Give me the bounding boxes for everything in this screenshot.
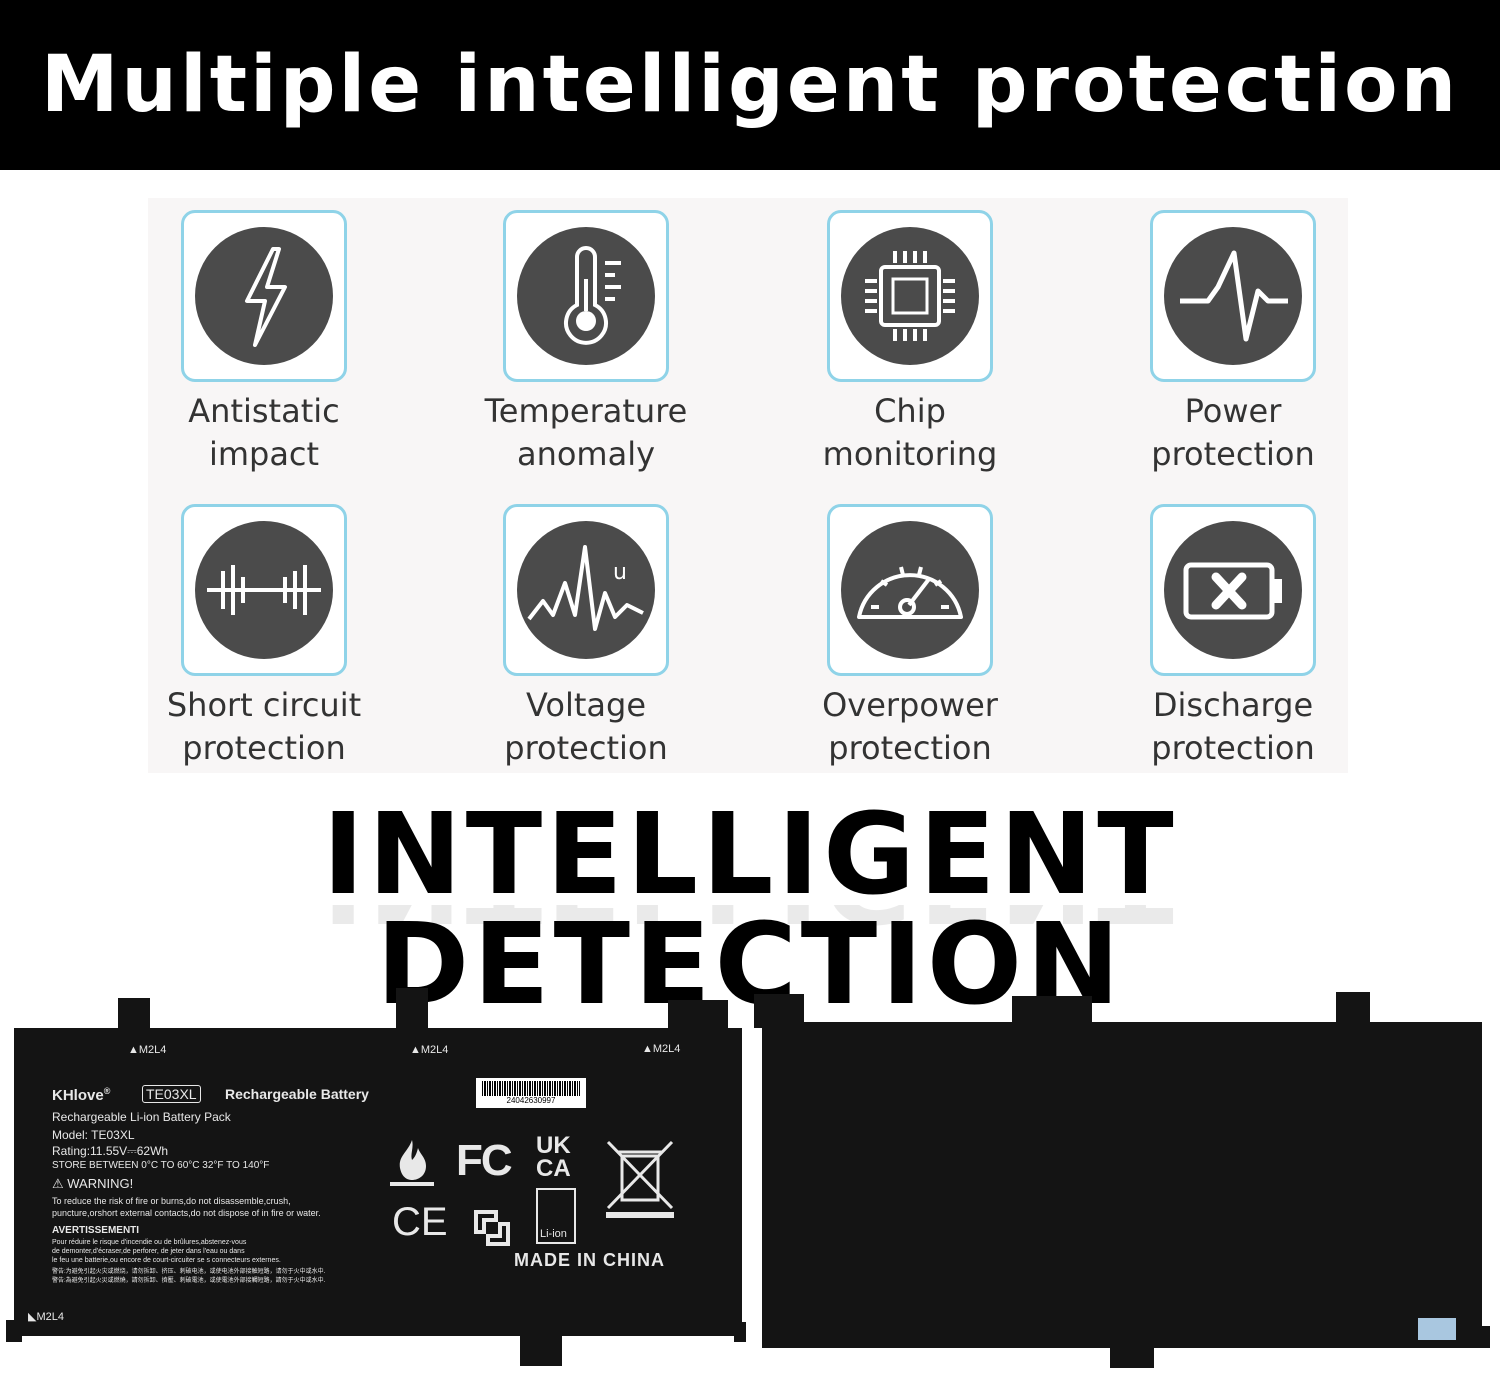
recycle-china-icon (474, 1210, 510, 1246)
feature-label-line2: impact (208, 435, 320, 473)
feature-chip: Chip monitoring (770, 210, 1050, 476)
feature-tile (827, 210, 993, 382)
made-in-china: MADE IN CHINA (514, 1250, 665, 1270)
warning-text: puncture,orshort external contacts,do no… (52, 1208, 321, 1218)
ukca-top: UK (536, 1132, 571, 1159)
qr-sticker (1418, 1318, 1456, 1340)
marker-label: ▲M2L4 (642, 1043, 681, 1055)
feature-label-line1: Overpower (822, 686, 998, 724)
weee-bin-icon (606, 1140, 674, 1218)
model-box: TE03XL (142, 1085, 201, 1103)
warning-title: ⚠ WARNING! (52, 1176, 134, 1191)
brand-text: KHlove (52, 1087, 104, 1104)
rating-line: Rating:11.55V⎓62Wh (52, 1144, 169, 1158)
registered-mark: ® (103, 1086, 111, 1096)
gauge-icon (841, 521, 979, 659)
avertissement-text: de demonter,d'écraser,de perforer, de je… (52, 1248, 245, 1255)
feature-label-line2: protection (504, 729, 668, 767)
battery-tab (1012, 996, 1092, 1028)
flammable-icon (390, 1140, 434, 1186)
feature-label-line2: anomaly (516, 435, 656, 473)
feature-label-line1: Discharge (1152, 686, 1314, 724)
chinese-warning: 警告:為避免引起火災或燃燒，請勿拆卸、擠壓、刺破電池，或使電池外部接觸短路，請勿… (52, 1278, 326, 1284)
avertissement-text: Pour réduire le risque d'incendie ou de … (52, 1239, 247, 1246)
lightning-icon (195, 227, 333, 365)
header-banner: Multiple intelligent protection (0, 0, 1500, 170)
feature-label-line2: protection (1151, 435, 1315, 473)
ce-mark: CE (392, 1200, 448, 1244)
product-name: Rechargeable Battery (225, 1086, 369, 1102)
battery-x-icon (1164, 521, 1302, 659)
battery-tab (1110, 1344, 1154, 1368)
barcode-number: 24042630997 (506, 1096, 556, 1105)
feature-tile (1150, 504, 1316, 676)
chinese-warning: 警告:为避免引起火灾或燃烧，请勿拆卸、挤压、刺破电池，或使电池外部接触短路，请勿… (52, 1269, 326, 1275)
headline: INTELLIGENT DETECTION (322, 790, 1178, 1030)
voltage-wave-icon: u (517, 521, 655, 659)
battery-tab (668, 1000, 728, 1032)
avertissement-title: AVERTISSEMENTI (52, 1225, 140, 1236)
battery-tab (6, 1320, 22, 1342)
feature-label-line2: protection (182, 729, 346, 767)
feature-discharge: Discharge protection (1093, 504, 1373, 770)
feature-temperature: Temperature anomaly (446, 210, 726, 476)
feature-label-line1: Temperature (484, 392, 688, 430)
storage-line: STORE BETWEEN 0°C TO 60°C 32°F TO 140°F (52, 1160, 270, 1171)
barcode-icon (482, 1081, 580, 1096)
battery-back (762, 1022, 1482, 1348)
thermometer-icon (517, 227, 655, 365)
marker-label: ◣M2L4 (28, 1311, 64, 1323)
banner-title: Multiple intelligent protection (40, 40, 1460, 130)
li-ion-recycle-icon: Li-ion (536, 1188, 576, 1244)
battery-tab (734, 1322, 746, 1342)
feature-tile (827, 504, 993, 676)
feature-label-line2: protection (1151, 729, 1315, 767)
feature-tile (1150, 210, 1316, 382)
battery-tab (754, 994, 804, 1028)
battery-tab (1336, 992, 1370, 1028)
feature-label-line2: monitoring (822, 435, 998, 473)
feature-label-line1: Voltage (525, 686, 647, 724)
feature-label-line1: Short circuit (166, 686, 362, 724)
warning-text: To reduce the risk of fire or burns,do n… (52, 1196, 291, 1206)
headline-reflection: INTELLIGENT DETECTION (0, 905, 1500, 935)
pulse-icon (1164, 227, 1302, 365)
feature-label-line1: Antistatic (188, 392, 340, 430)
battery-tab (1474, 1326, 1490, 1348)
feature-power: Power protection (1093, 210, 1373, 476)
fcc-logo: FC (456, 1136, 513, 1185)
feature-voltage: u Voltage protection (446, 504, 726, 770)
feature-tile (503, 210, 669, 382)
feature-tile (181, 504, 347, 676)
battery-tab (118, 998, 150, 1032)
feature-label-line1: Chip (874, 392, 946, 430)
model-line: Model: TE03XL (52, 1128, 135, 1142)
feature-panel (148, 198, 1348, 773)
chip-icon (841, 227, 979, 365)
battery-tab (520, 1330, 562, 1366)
battery-tab (396, 988, 428, 1032)
barcode-label: 24042630997 (476, 1078, 586, 1108)
feature-overpower: Overpower protection (770, 504, 1050, 770)
marker-label: ▲M2L4 (410, 1044, 449, 1056)
product-subtitle: Rechargeable Li-ion Battery Pack (52, 1110, 231, 1124)
marker-label: ▲M2L4 (128, 1044, 167, 1056)
ukca-bottom: CA (536, 1155, 571, 1182)
feature-short-circuit: Short circuit protection (124, 504, 404, 770)
feature-tile (181, 210, 347, 382)
avertissement-text: le feu une batterie,ou encore de court-c… (52, 1257, 281, 1264)
short-circuit-icon (195, 521, 333, 659)
li-ion-text: Li-ion (540, 1228, 567, 1240)
feature-tile: u (503, 504, 669, 676)
feature-label-line1: Power (1184, 392, 1282, 430)
ukca-mark: UK CA (536, 1132, 571, 1182)
feature-antistatic: Antistatic impact (124, 210, 404, 476)
feature-label-line2: protection (828, 729, 992, 767)
brand-name: KHlove® (52, 1086, 110, 1104)
svg-text:u: u (613, 560, 627, 585)
